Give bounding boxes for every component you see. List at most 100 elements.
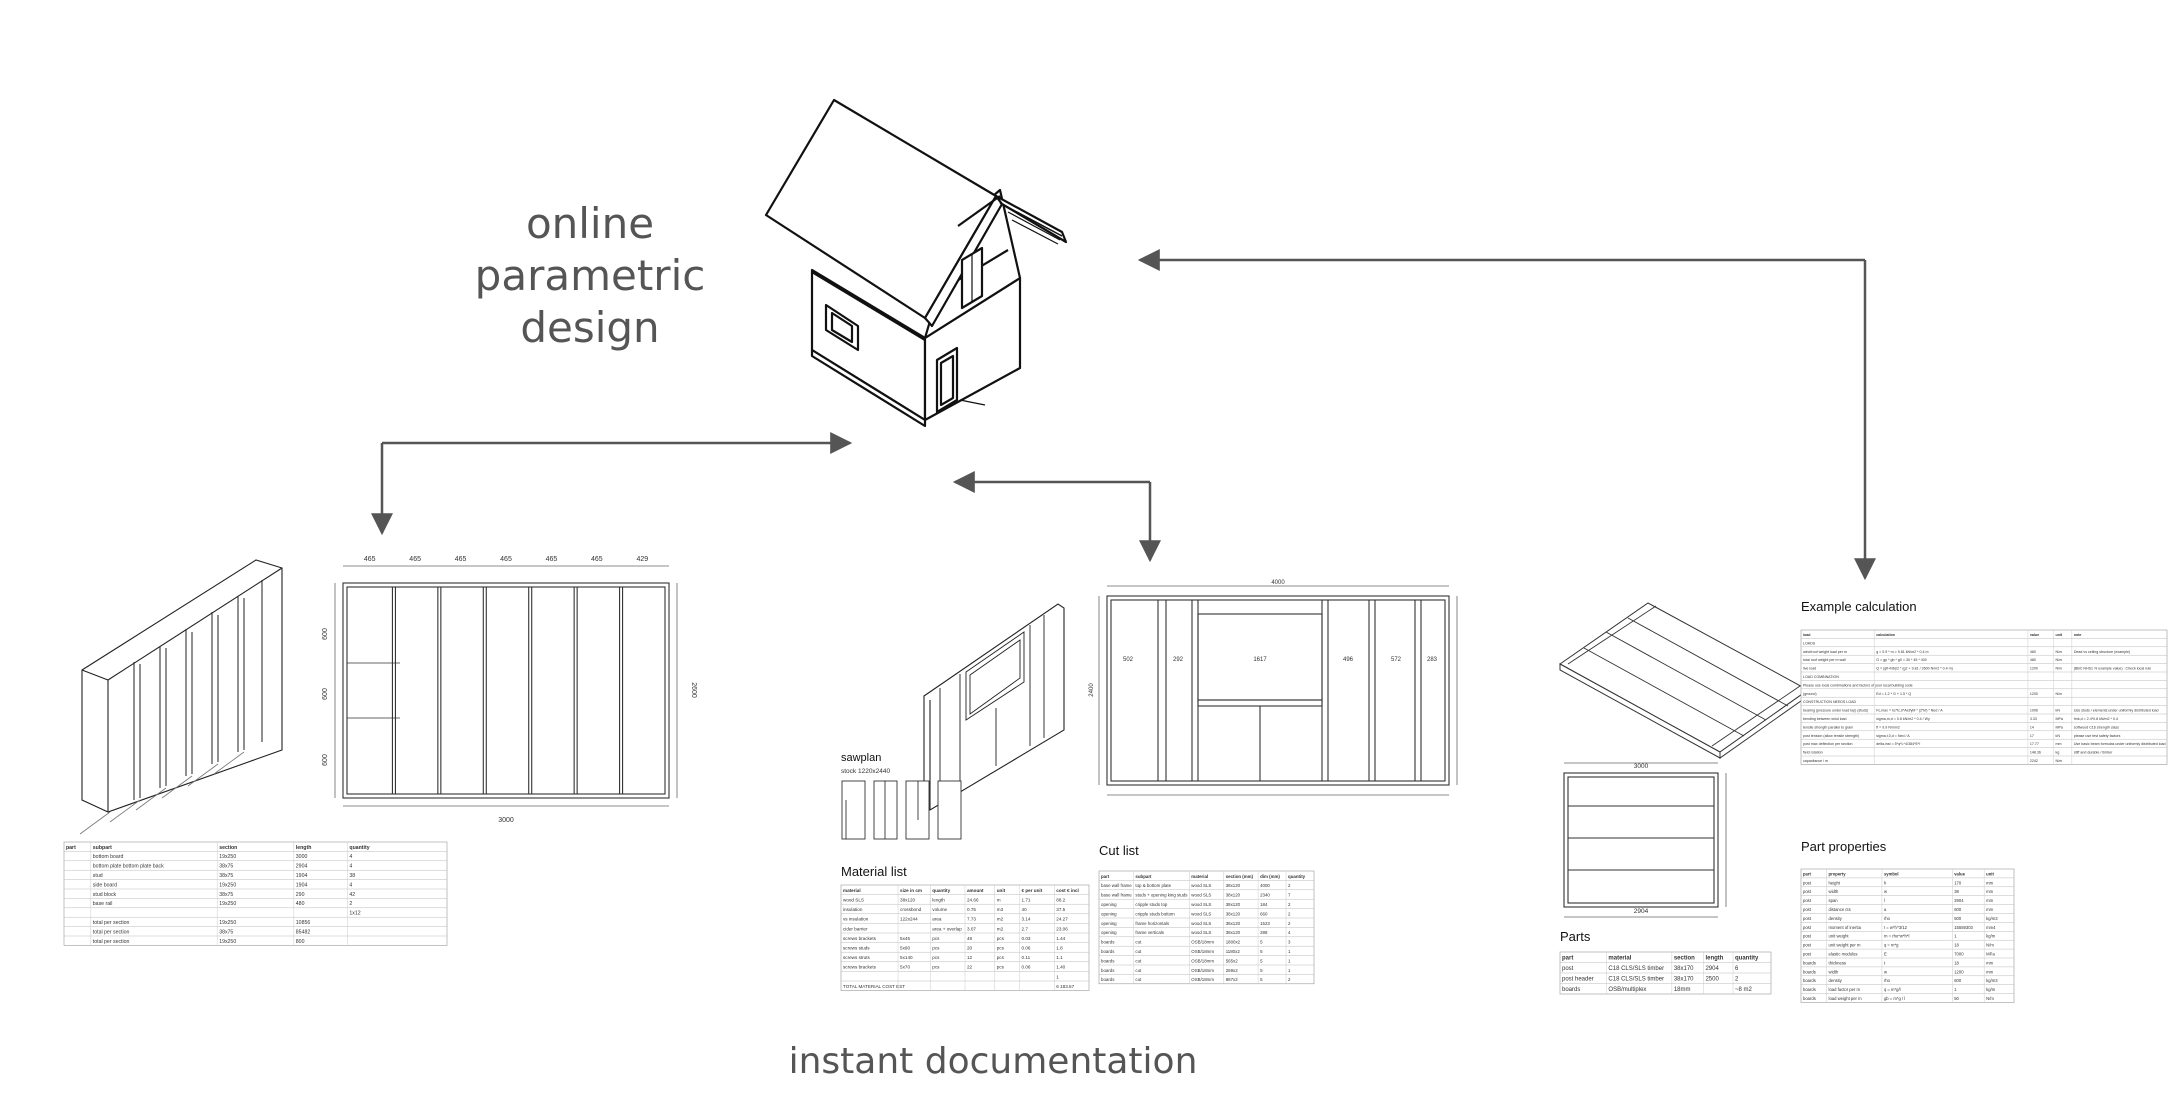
table-cell: 1 [1954,987,1957,992]
table-cell: q = m*g/l [1884,987,1901,992]
table-cell: 0.11 [1022,955,1031,960]
table-cell: Use studs / elements under uniformly dis… [2074,709,2159,713]
sawplan-subtitle: stock 1220x2440 [841,768,891,775]
table-cell: 2 [1288,977,1291,982]
table-cell: 2904 [1954,898,1964,903]
table-cell: 3.33 [2030,717,2037,721]
table-cell: 2 [1288,911,1291,916]
table-cell: 19x250 [219,939,236,945]
table-cell: m [997,898,1001,903]
table-cell: load weight per m [1829,996,1863,1001]
table-cell: MPa [1986,952,1995,957]
table-cell: a [1884,907,1887,912]
table-cell: crossbond [900,907,922,912]
table-cell: cut [1135,949,1142,954]
table-cell: Please use local combinations and factor… [1803,683,1913,687]
table-cell: TOTAL MATERIAL COST EST [843,984,905,989]
table-cell: kN [2056,734,2061,738]
opening-dim: 496 [1343,657,1354,663]
table-cell: 1 [1954,934,1957,939]
table-cell: width [1829,969,1839,974]
table-cell: 38x120 [1226,930,1241,935]
table-cell: N/m [2056,667,2063,671]
table-cell: post [1562,966,1574,972]
table-cell: opening [1101,930,1117,935]
table-cell: boards [1803,987,1816,992]
hero-label: online parametric design [475,199,706,352]
floor-length-dim: 2904 [1634,908,1649,915]
table-cell: 0.06 [1022,946,1031,951]
table-cell: sigma,t,0,d = Ned / A [1876,734,1910,738]
table-cell: 460 [2030,650,2036,654]
table-cell: (ground) [1803,692,1817,696]
table-cell: 1200 [2030,692,2038,696]
wall-top-dim: 429 [636,556,648,563]
table-cell: C18 CLS/SLS timber [1608,966,1664,972]
sawplan-title: sawplan [841,752,881,764]
table-cell: OSB/18mm [1191,977,1214,982]
table-cell: 3.07 [967,926,976,931]
table-cell: 288 [1260,930,1268,935]
example-calc-title: Example calculation [1801,599,1917,614]
table-cell: 565x2 [1226,958,1239,963]
table-header-cell: value [2030,633,2039,637]
table-cell: 88.2 [1056,898,1065,903]
table-cell: kN [2056,709,2061,713]
table-cell: elastic modulus [1829,952,1858,957]
table-cell: 5 [1260,958,1263,963]
table-cell: 1.40 [1056,965,1065,970]
table-cell: E [1884,952,1887,957]
table-cell: N/m [2056,692,2063,696]
table-cell: width [1829,889,1839,894]
table-cell: 2904 [1705,966,1719,972]
table-cell: kg/m [1986,987,1996,992]
table-cell: top & bottom plate [1135,883,1171,888]
table-cell: 38 [1954,889,1959,894]
table-cell: area + overlap [932,926,962,931]
table-cell: CONSTRUCTION NEEDS LOAD [1803,700,1857,704]
table-cell: 4 [349,854,352,860]
table-cell: total per section [93,920,130,926]
table-cell: 1800x2 [1226,940,1241,945]
table-cell: 15559303 [1954,925,1973,930]
table-cell: 17 [2030,734,2034,738]
table-cell: 887x2 [1226,977,1239,982]
table-cell: total per section [93,929,130,935]
table-cell: Ed = 1.2 * G + 1.5 * Q [1876,692,1911,696]
table-cell: cider barrier [843,926,868,931]
table-cell: 1904 [296,873,308,879]
wall-top-dim: 465 [364,556,376,563]
table-cell: 170 [1954,880,1962,885]
opening-dim: 502 [1123,657,1134,663]
table-cell: volume [932,907,947,912]
table-header-cell: load [1803,633,1810,637]
table-cell: wind/roof weight load per m [1803,650,1847,654]
table-cell: side board [93,882,117,888]
table-cell: 1.71 [1022,898,1031,903]
table-cell: w [1884,969,1888,974]
table-cell: 6 [1735,966,1739,972]
table-cell: 6 183.57 [1056,984,1074,989]
table-cell: screws brackets [843,965,877,970]
table-cell: 18mm [1674,987,1691,993]
table-cell: boards [1101,958,1115,963]
table-cell: 19x250 [219,920,236,926]
table-cell: mm [1986,898,1993,903]
table-cell: m2 [997,926,1004,931]
opening-elevation [1098,585,1458,796]
table-cell: 37.5 [1056,907,1065,912]
table-cell: pcs [932,965,940,970]
wall-height-dim: 2600 [690,682,697,698]
table-cell: post header [1562,977,1594,983]
table-cell: distance cts [1829,907,1851,912]
table-cell: 2500 [1705,977,1719,983]
table-cell: wood SLS [843,898,864,903]
wall-top-dim: 465 [409,556,421,563]
table-cell: mm [1986,907,1993,912]
table-cell: boards [1101,949,1115,954]
opening-dim: 283 [1427,657,1438,663]
floor-3d [1559,602,1809,759]
